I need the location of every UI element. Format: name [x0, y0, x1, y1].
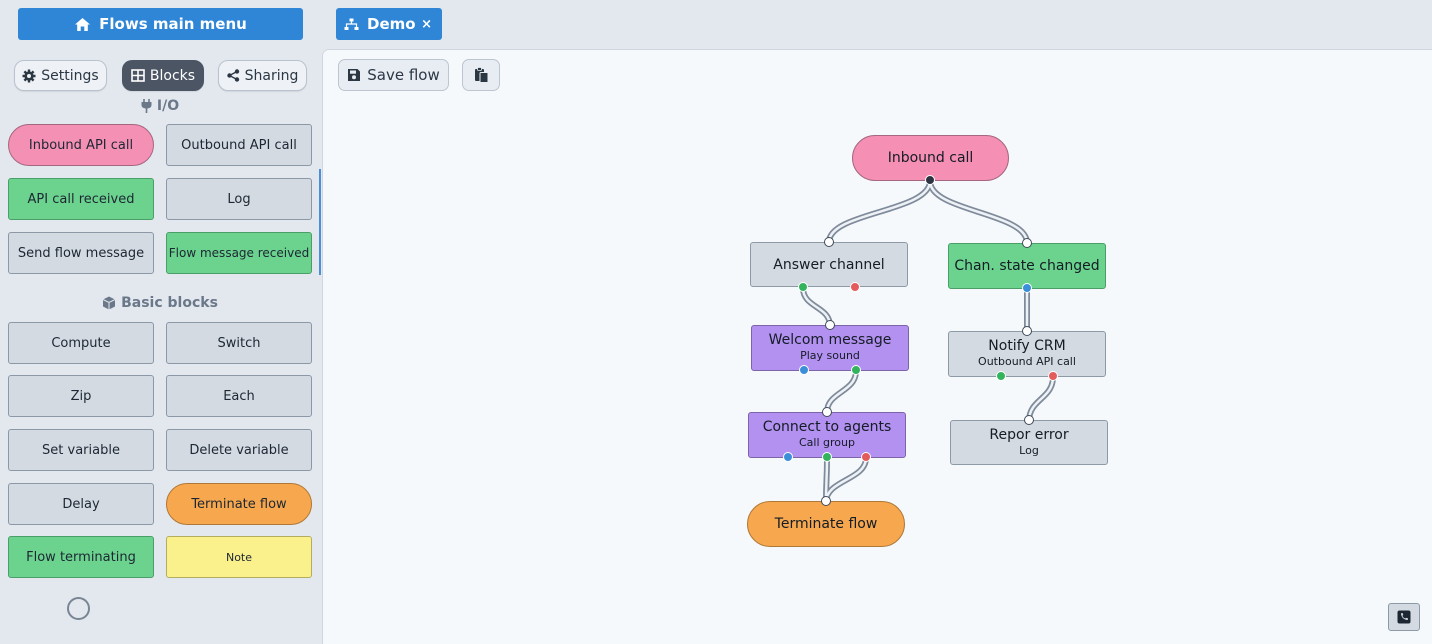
- port-inbound-call-out[interactable]: [925, 175, 935, 185]
- node-title: Welcom message: [768, 332, 892, 348]
- tab-blocks[interactable]: Blocks: [122, 60, 204, 91]
- port-connect-in[interactable]: [822, 407, 832, 417]
- block-switch[interactable]: Switch: [166, 322, 312, 364]
- cube-icon: [102, 296, 116, 310]
- save-flow-button[interactable]: Save flow: [338, 59, 449, 91]
- node-title: Answer channel: [773, 256, 885, 273]
- node-title: Connect to agents: [762, 419, 892, 435]
- node-subtitle: Outbound API call: [978, 355, 1076, 368]
- port-connect-blue[interactable]: [783, 452, 793, 462]
- block-log[interactable]: Log: [166, 178, 312, 220]
- block-compute[interactable]: Compute: [8, 322, 154, 364]
- main-menu-label: Flows main menu: [99, 15, 247, 33]
- port-notify-error[interactable]: [1048, 371, 1058, 381]
- save-flow-label: Save flow: [367, 66, 440, 84]
- node-title: Chan. state changed: [954, 258, 1100, 274]
- block-delete-variable[interactable]: Delete variable: [166, 429, 312, 471]
- flows-main-menu-button[interactable]: Flows main menu: [18, 8, 303, 40]
- share-icon: [226, 69, 239, 82]
- port-connect-error[interactable]: [861, 452, 871, 462]
- section-title-io: I/O: [140, 97, 180, 115]
- block-terminate-flow[interactable]: Terminate flow: [166, 483, 312, 525]
- node-subtitle: Play sound: [800, 349, 860, 362]
- block-each[interactable]: Each: [166, 375, 312, 417]
- node-repor-error[interactable]: Repor error Log: [950, 420, 1108, 465]
- section-basic-label: Basic blocks: [121, 295, 218, 311]
- tab-sharing-label: Sharing: [244, 67, 299, 84]
- node-subtitle: Log: [1019, 443, 1039, 457]
- tab-settings[interactable]: Settings: [14, 60, 107, 91]
- paste-icon: [474, 67, 488, 83]
- port-welcom-in[interactable]: [825, 320, 835, 330]
- block-flow-terminating[interactable]: Flow terminating: [8, 536, 154, 578]
- sitemap-icon: [344, 18, 359, 30]
- node-terminate-flow[interactable]: Terminate flow: [747, 501, 905, 547]
- block-zip[interactable]: Zip: [8, 375, 154, 417]
- port-notify-success[interactable]: [996, 371, 1006, 381]
- block-set-variable[interactable]: Set variable: [8, 429, 154, 471]
- phone-icon: [1397, 610, 1411, 624]
- node-title: Terminate flow: [774, 516, 878, 532]
- block-outbound-api-call[interactable]: Outbound API call: [166, 124, 312, 166]
- port-answer-error[interactable]: [850, 282, 860, 292]
- loading-circle-icon: [67, 597, 90, 620]
- tab-sharing[interactable]: Sharing: [218, 60, 307, 91]
- port-repor-in[interactable]: [1024, 415, 1034, 425]
- block-api-call-received[interactable]: API call received: [8, 178, 154, 220]
- port-welcom-blue[interactable]: [799, 365, 809, 375]
- port-terminate-in[interactable]: [821, 496, 831, 506]
- port-welcom-success[interactable]: [851, 365, 861, 375]
- save-icon: [348, 69, 361, 81]
- node-welcom-message[interactable]: Welcom message Play sound: [751, 325, 909, 371]
- plug-icon: [141, 99, 152, 113]
- tab-demo[interactable]: Demo ×: [336, 8, 442, 40]
- block-send-flow-message[interactable]: Send flow message: [8, 232, 154, 274]
- tab-label: Demo: [367, 15, 416, 33]
- port-notify-in[interactable]: [1022, 326, 1032, 336]
- node-inbound-call[interactable]: Inbound call: [852, 135, 1009, 181]
- clipboard-button[interactable]: [462, 59, 500, 91]
- port-chan-state-in[interactable]: [1022, 238, 1032, 248]
- gear-icon: [22, 69, 36, 82]
- node-title: Notify CRM: [988, 338, 1066, 354]
- node-title: Inbound call: [887, 150, 974, 166]
- port-chan-state-out[interactable]: [1022, 283, 1032, 293]
- block-delay[interactable]: Delay: [8, 483, 154, 525]
- block-note[interactable]: Note: [166, 536, 312, 578]
- node-title: Repor error: [989, 426, 1069, 443]
- port-answer-channel-in[interactable]: [824, 237, 834, 247]
- table-icon: [131, 69, 145, 82]
- tab-settings-label: Settings: [41, 67, 99, 84]
- section-io-label: I/O: [156, 98, 180, 114]
- port-connect-success[interactable]: [822, 452, 832, 462]
- home-icon: [75, 17, 91, 31]
- tab-blocks-label: Blocks: [149, 67, 196, 84]
- node-connect-to-agents[interactable]: Connect to agents Call group: [748, 412, 906, 458]
- node-subtitle: Call group: [799, 436, 855, 449]
- node-answer-channel[interactable]: Answer channel: [750, 242, 908, 287]
- phone-button[interactable]: [1388, 603, 1420, 631]
- node-notify-crm[interactable]: Notify CRM Outbound API call: [948, 331, 1106, 377]
- block-flow-message-received[interactable]: Flow message received: [166, 232, 312, 274]
- close-tab-icon[interactable]: ×: [421, 16, 432, 32]
- section-title-basic-blocks: Basic blocks: [100, 294, 220, 312]
- sidebar-scroll-indicator: [319, 169, 321, 275]
- port-answer-success[interactable]: [798, 282, 808, 292]
- block-inbound-api-call[interactable]: Inbound API call: [8, 124, 154, 166]
